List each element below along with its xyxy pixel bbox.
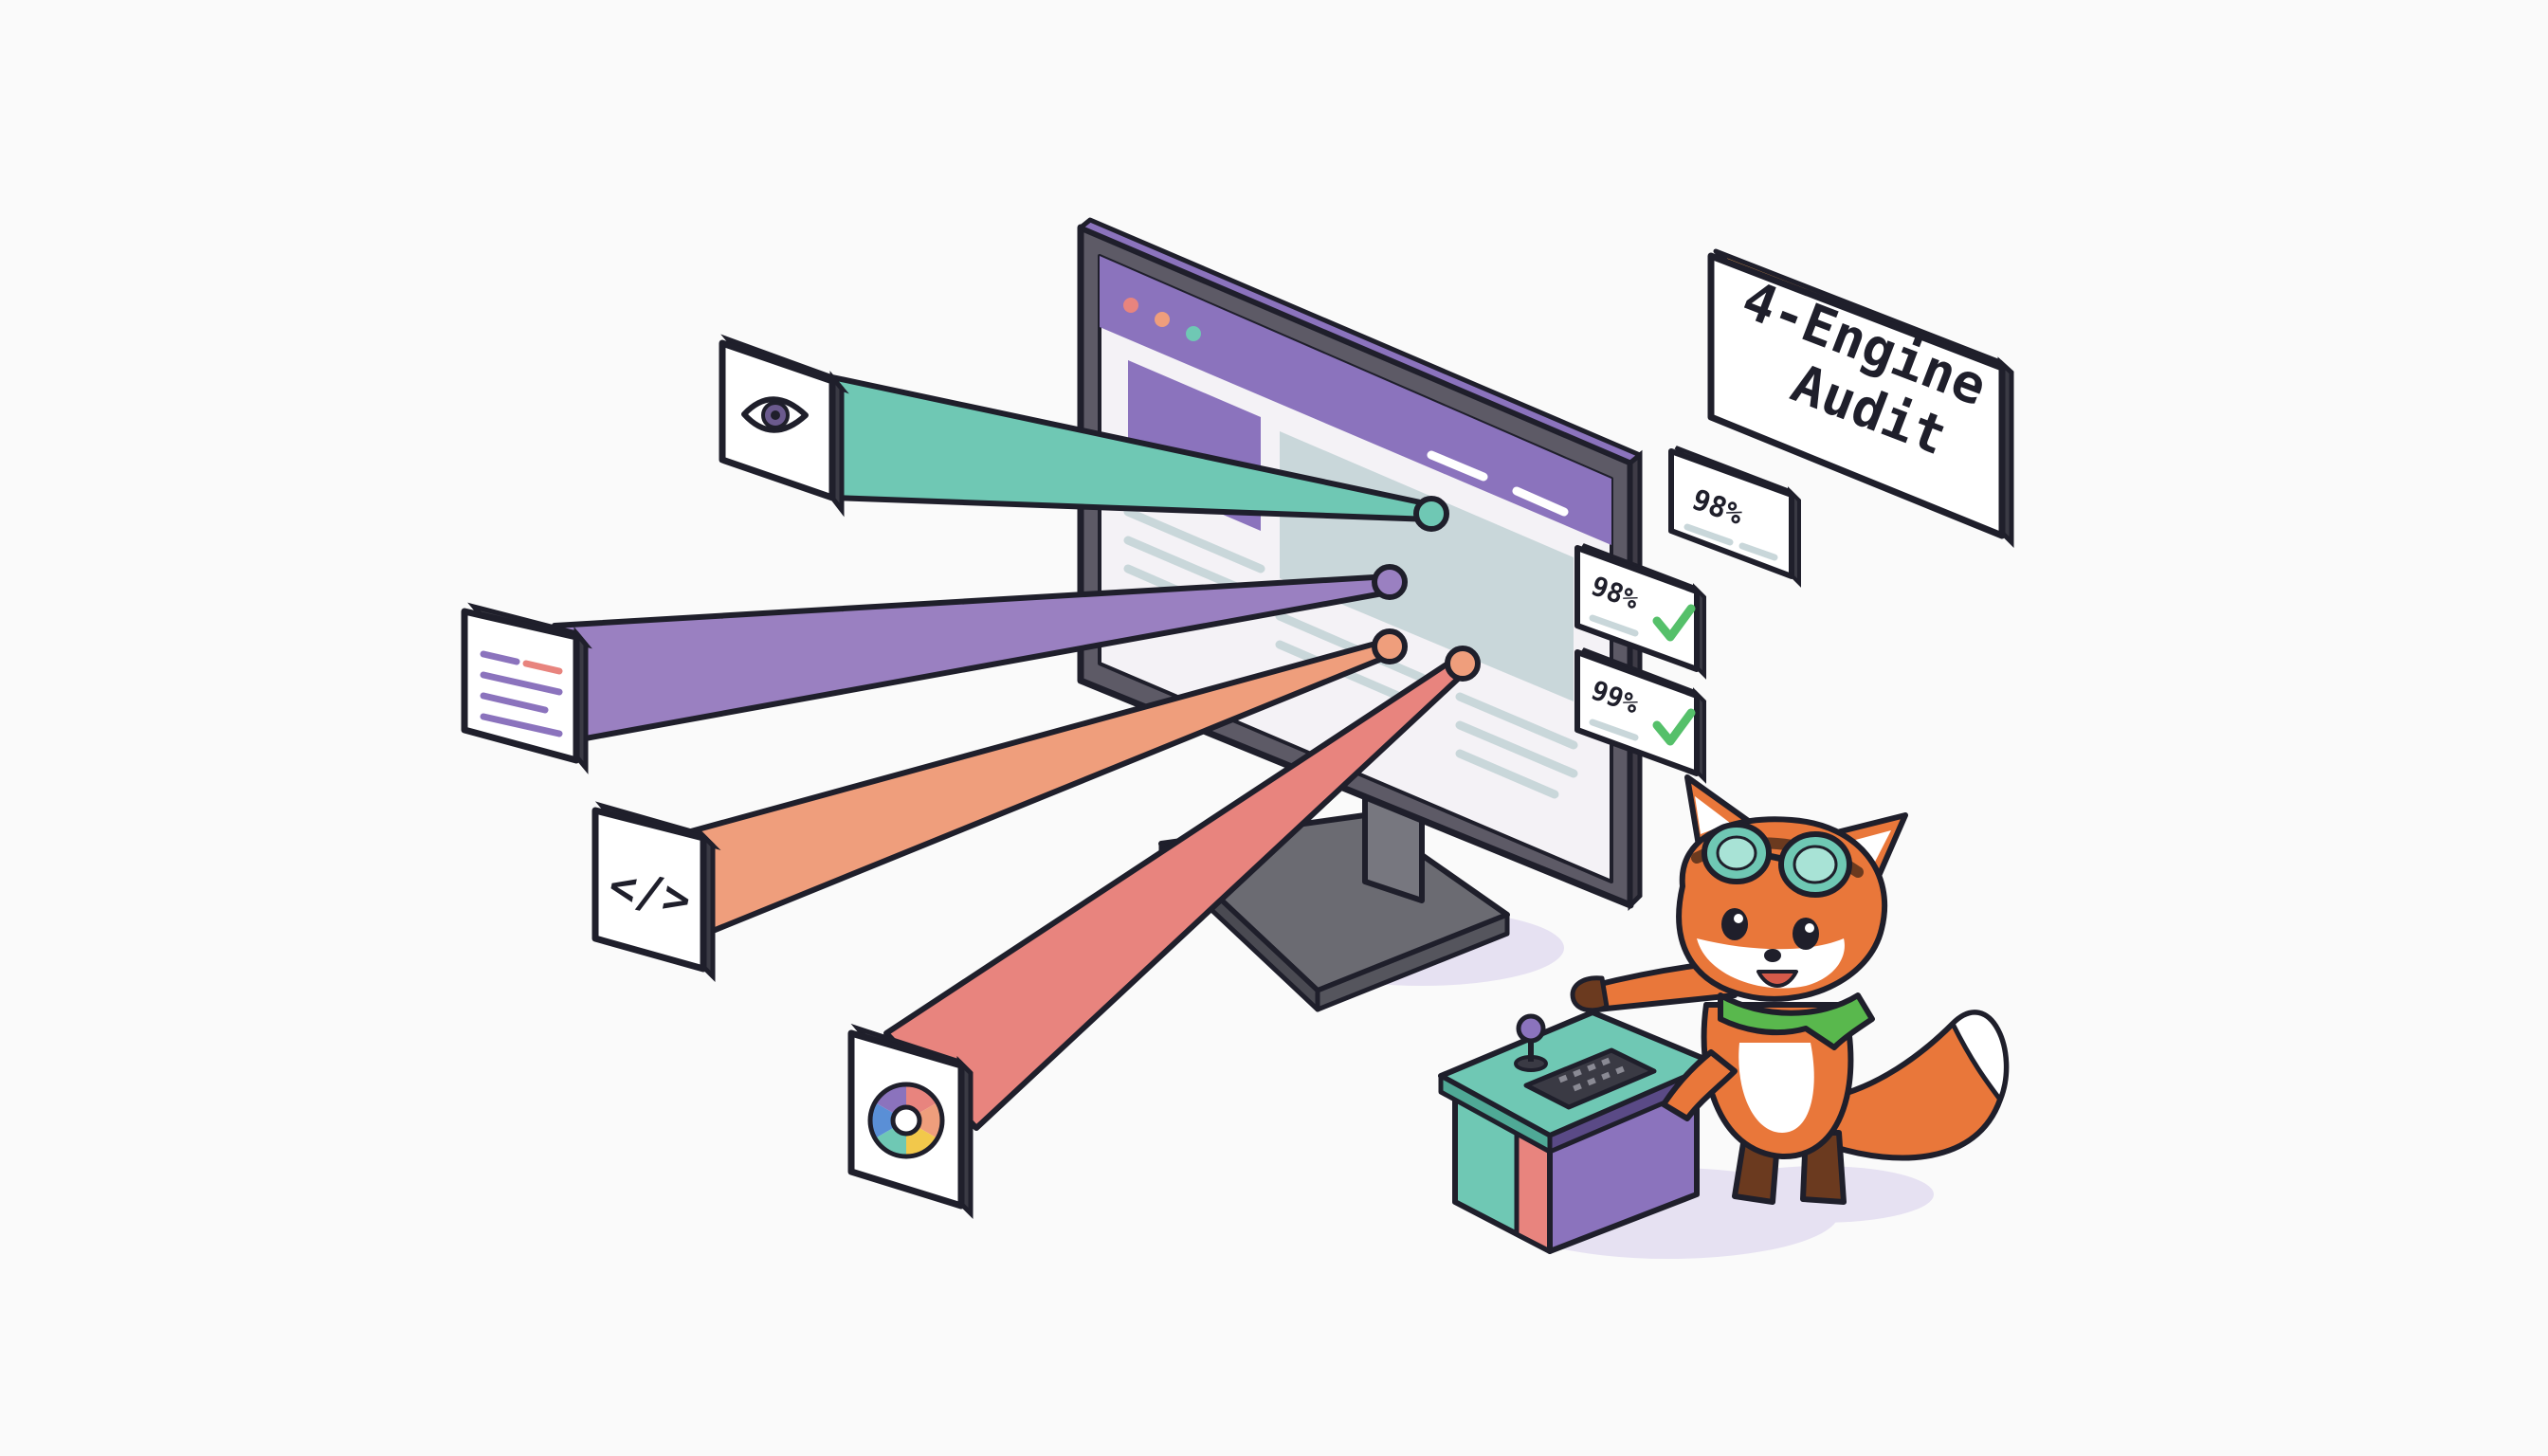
engine-tile-code: </> xyxy=(592,801,721,983)
engine-tile-color xyxy=(847,1023,974,1220)
score-card: 98% xyxy=(1574,543,1706,680)
fox-nose xyxy=(1764,949,1781,962)
engine-tile-eye xyxy=(719,334,849,518)
check-icon xyxy=(1652,708,1696,746)
fox-eye-right xyxy=(1793,918,1819,950)
score-card: 98% xyxy=(1668,446,1801,588)
eye-icon xyxy=(741,396,809,433)
engine-tile-text xyxy=(461,602,592,774)
target-dot-text xyxy=(1372,564,1408,600)
control-console xyxy=(1438,1010,1839,1259)
fox-mouth xyxy=(1756,970,1798,988)
window-dot-orange xyxy=(1155,312,1170,327)
target-dot-code xyxy=(1372,628,1408,664)
target-dot-eye xyxy=(1413,496,1449,532)
color-wheel-icon xyxy=(867,1082,945,1159)
window-dot-red xyxy=(1123,298,1138,313)
text-lines-icon xyxy=(480,650,563,737)
engine-beams xyxy=(552,374,1481,1131)
score-card: 99% xyxy=(1574,647,1706,784)
fox-eye-left xyxy=(1721,908,1748,940)
check-icon xyxy=(1652,604,1696,642)
keypad xyxy=(1523,1047,1657,1110)
fox-mascot xyxy=(1570,774,2010,1223)
window-dot-teal xyxy=(1186,326,1201,341)
fox-arm-left xyxy=(1661,1049,1738,1121)
fox-scarf xyxy=(1718,992,1875,1050)
goggles-icon xyxy=(1702,822,1852,898)
target-dot-color xyxy=(1445,646,1481,682)
